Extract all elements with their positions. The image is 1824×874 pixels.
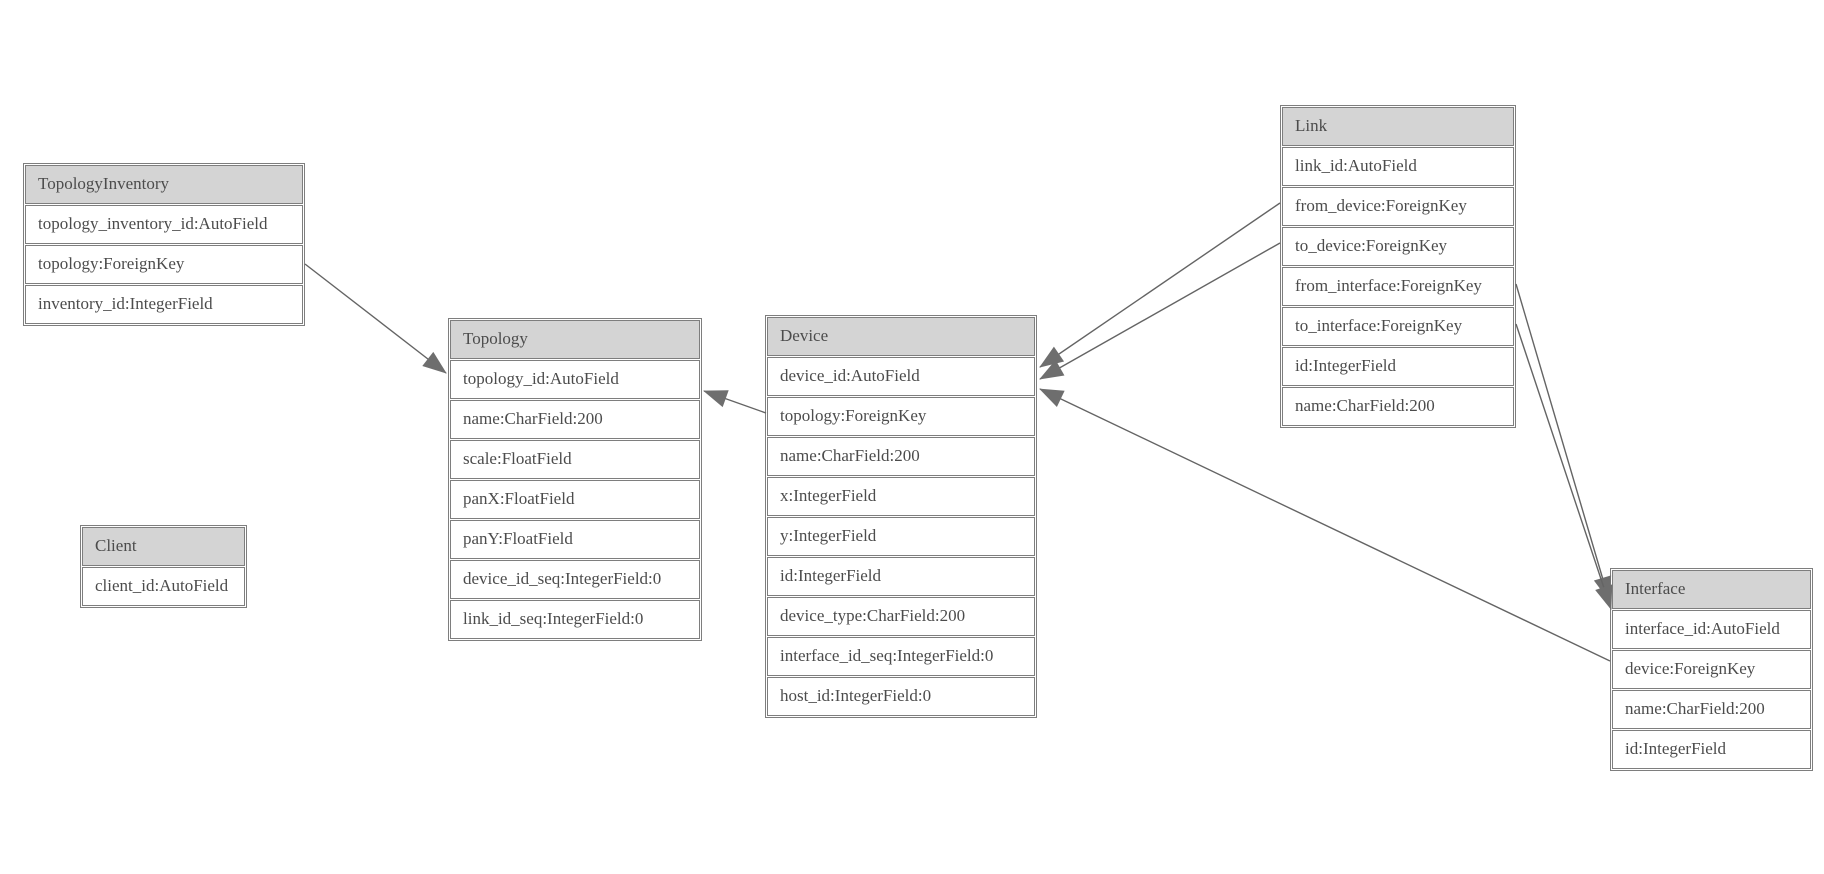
relationship-interface-device-to-device [1039,388,1611,662]
relationship-link-to_interface-to-interface [1515,323,1613,610]
field-row-device-8: host_id:IntegerField:0 [767,677,1035,716]
entity-topology-inventory: TopologyInventory topology_inventory_id:… [23,163,305,326]
entity-title: Client [82,527,245,566]
entity-title: Link [1282,107,1514,146]
field-row-interface-0: interface_id:AutoField [1612,610,1811,649]
relationship-link-from_device-to-device [1039,202,1281,368]
field-row-topology-inventory-2: inventory_id:IntegerField [25,285,303,324]
field-row-link-1: from_device:ForeignKey [1282,187,1514,226]
field-row-link-0: link_id:AutoField [1282,147,1514,186]
relationship-topologyinventory-topology-to-topology [304,263,447,374]
field-row-device-4: y:IntegerField [767,517,1035,556]
field-row-link-3: from_interface:ForeignKey [1282,267,1514,306]
entity-client: Client client_id:AutoField [80,525,247,608]
field-row-device-2: name:CharField:200 [767,437,1035,476]
field-row-topology-0: topology_id:AutoField [450,360,700,399]
field-row-link-6: name:CharField:200 [1282,387,1514,426]
entity-title: Topology [450,320,700,359]
field-row-topology-5: device_id_seq:IntegerField:0 [450,560,700,599]
field-row-interface-2: name:CharField:200 [1612,690,1811,729]
relationship-link-from_interface-to-interface [1515,283,1612,601]
field-row-topology-1: name:CharField:200 [450,400,700,439]
field-row-device-1: topology:ForeignKey [767,397,1035,436]
field-row-topology-3: panX:FloatField [450,480,700,519]
field-row-link-4: to_interface:ForeignKey [1282,307,1514,346]
field-row-device-5: id:IntegerField [767,557,1035,596]
field-row-link-5: id:IntegerField [1282,347,1514,386]
field-row-device-6: device_type:CharField:200 [767,597,1035,636]
field-row-topology-6: link_id_seq:IntegerField:0 [450,600,700,639]
field-row-device-0: device_id:AutoField [767,357,1035,396]
field-row-topology-4: panY:FloatField [450,520,700,559]
relationship-link-to_device-to-device [1039,242,1281,380]
field-row-device-7: interface_id_seq:IntegerField:0 [767,637,1035,676]
field-row-topology-inventory-0: topology_inventory_id:AutoField [25,205,303,244]
field-row-topology-inventory-1: topology:ForeignKey [25,245,303,284]
entity-title: Interface [1612,570,1811,609]
entity-title: Device [767,317,1035,356]
field-row-topology-2: scale:FloatField [450,440,700,479]
field-row-link-2: to_device:ForeignKey [1282,227,1514,266]
field-row-client-0: client_id:AutoField [82,567,245,606]
field-row-device-3: x:IntegerField [767,477,1035,516]
relationship-device-topology-to-topology [703,390,767,414]
field-row-interface-1: device:ForeignKey [1612,650,1811,689]
field-row-interface-3: id:IntegerField [1612,730,1811,769]
entity-title: TopologyInventory [25,165,303,204]
